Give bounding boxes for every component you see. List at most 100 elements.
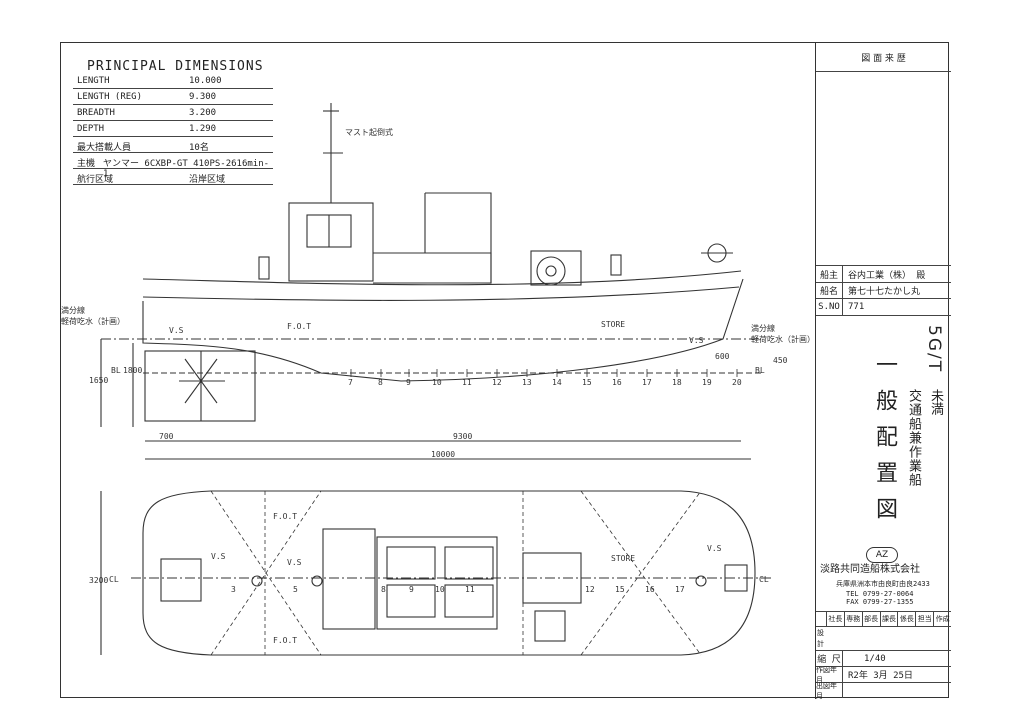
hull-bottom	[142, 278, 744, 382]
approval-sign-row: 設 計	[816, 626, 951, 651]
frame-number: 15	[582, 378, 592, 387]
vs-plan-right-label: V.S	[707, 544, 722, 553]
winch-base	[530, 250, 582, 286]
plan-frame-number: 5	[293, 585, 298, 594]
vs-plan-left-label: V.S	[211, 552, 226, 561]
dim-value: ヤンマー 6CXBP-GT 410PS-2616min-1	[103, 159, 270, 179]
rudder-box	[144, 350, 256, 422]
history-header-row: 図 面 来 歴	[816, 43, 951, 72]
issue-row: 出図年月	[816, 682, 951, 700]
company-name: 淡路共同造船株式会社	[820, 564, 920, 575]
frame-number: 9	[406, 378, 411, 387]
approval-header: 担当	[916, 612, 935, 626]
ship-name-row: 船名 第七十七たかし丸	[816, 282, 951, 299]
dim-row: DEPTH 1.290	[73, 121, 273, 137]
store-plan-label: STORE	[611, 554, 635, 563]
vs-upper-right-label: V.S	[689, 336, 704, 345]
dim-3200-label: 3200	[89, 576, 108, 585]
company-logo: AZ	[866, 547, 898, 563]
dim-450-label: 450	[773, 356, 788, 365]
category-vessel-type: 交通船兼作業船	[906, 389, 921, 487]
frame-number: 20	[732, 378, 742, 387]
dim-key: 主機	[77, 159, 96, 169]
store-upper-label: STORE	[601, 320, 625, 329]
sno-row: S.NO 771	[816, 299, 951, 316]
plan-bow-fairlead	[724, 564, 748, 592]
draft-left-label-1: 満分線	[61, 305, 85, 315]
drawing-title: 一般配置図	[872, 353, 897, 533]
exhaust-funnel	[424, 192, 492, 283]
dim-key: LENGTH (REG)	[77, 92, 143, 102]
dim-key: DEPTH	[77, 124, 105, 134]
approval-header: 社長	[827, 612, 845, 626]
frame-number: 16	[612, 378, 622, 387]
dim-10000-label: 10000	[431, 450, 455, 459]
owner-value: 谷内工業（株） 殿	[848, 270, 926, 281]
general-arrangement-drawing: マスト起倒式 満分線 軽荷吃水（計画） 満分線 軽荷吃水（計画） V.S F.O…	[61, 103, 815, 656]
approval-header: 作成	[935, 615, 950, 623]
plan-aft-hatch	[160, 558, 202, 602]
approval-header: 課長	[881, 612, 899, 626]
dim-1650-label: 1650	[89, 376, 108, 385]
draft-right-label-1: 満分線	[751, 323, 775, 333]
approve-label-2: 計	[817, 640, 824, 648]
company-tel: TEL 0799-27-0064	[846, 590, 914, 598]
vs-upper-left-label: V.S	[169, 326, 184, 335]
dim-row: LENGTH (REG) 9.300	[73, 89, 273, 105]
dim-600-label: 600	[715, 352, 730, 361]
cl-left-label: CL	[109, 575, 119, 584]
plan-deckhouse	[322, 528, 376, 630]
plan-fore-hatch	[534, 610, 566, 642]
fot-plan-bottom-label: F.O.T	[273, 636, 297, 645]
plan-frame-number: 8	[381, 585, 386, 594]
owner-row: 船主 谷内工業（株） 殿	[816, 265, 951, 283]
plan-frame-number: 10	[435, 585, 445, 594]
plan-frame-number: 11	[465, 585, 475, 594]
category-under: 未満	[928, 389, 943, 415]
mast-label: マスト起倒式	[345, 127, 393, 137]
ship-value: 第七十七たかし丸	[848, 286, 921, 297]
plan-frame-number: 12	[585, 585, 595, 594]
approve-label-1: 設	[817, 629, 824, 637]
frame-number: 18	[672, 378, 682, 387]
company-address: 兵庫県洲本市由良町由良2433	[836, 580, 930, 588]
fot-upper-label: F.O.T	[287, 322, 311, 331]
plan-frame-number: 15	[615, 585, 625, 594]
dim-row: 航行区域沿岸区域	[73, 169, 273, 185]
frame-number: 10	[432, 378, 442, 387]
frame-number: 12	[492, 378, 502, 387]
date-label: 作図年月	[816, 666, 843, 684]
frame-number: 17	[642, 378, 652, 387]
cl-right-label: CL	[759, 575, 769, 584]
propeller	[179, 351, 225, 421]
dim-1800-label: 1800	[123, 366, 142, 375]
dim-value: 10.000	[189, 76, 222, 86]
frame-number: 19	[702, 378, 712, 387]
dim-value: 9.300	[189, 92, 217, 102]
hull-sheer	[142, 270, 742, 286]
approval-header-row: 社長 専務 部長 課長 係長 担当 作成	[816, 611, 951, 627]
frame-number: 11	[462, 378, 472, 387]
frame-number: 13	[522, 378, 532, 387]
ship-label: 船名	[816, 282, 843, 298]
frame-ticks	[350, 369, 738, 377]
plan-tank-lines	[210, 490, 702, 656]
winch-drum	[536, 256, 566, 286]
draft-right-label-2: 軽荷吃水（計画）	[751, 334, 815, 344]
issue-label: 出図年月	[816, 682, 843, 700]
scale-value: 1/40	[864, 653, 886, 664]
scale-row: 縮 尺 1/40	[816, 651, 951, 667]
plan-frame-number: 16	[645, 585, 655, 594]
plan-hull	[142, 490, 756, 656]
bl-right-label: BL	[755, 366, 765, 375]
company-fax: FAX 0799-27-1355	[846, 598, 914, 606]
dim-value: 1.290	[189, 124, 217, 134]
dim-value: 沿岸区域	[189, 175, 226, 185]
scale-label: 縮 尺	[816, 651, 843, 666]
approval-header: 係長	[898, 612, 917, 626]
